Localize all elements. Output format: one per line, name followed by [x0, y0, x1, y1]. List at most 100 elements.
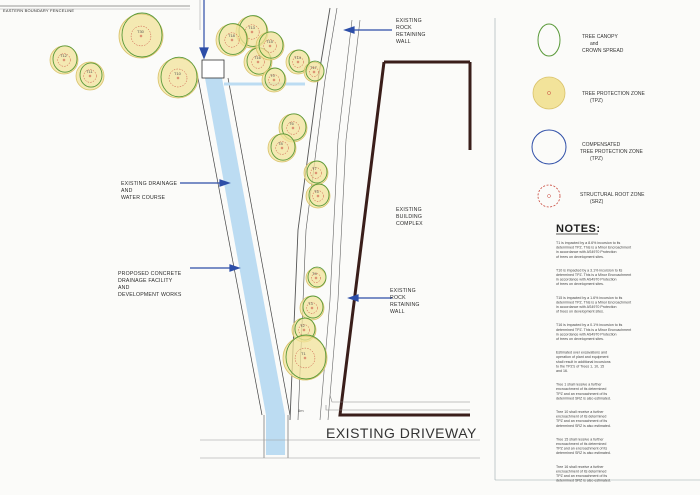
tree-label: T10 — [174, 71, 182, 76]
tree-t11: T11 — [75, 61, 105, 91]
existing-driveway-title: EXISTING DRIVEWAY — [326, 425, 477, 441]
tree-label: T1 — [301, 351, 306, 356]
label-proposed-concrete: PROPOSED CONCRETE DRAINAGE FACILITY AND … — [118, 271, 182, 298]
tree-t4: T4 — [305, 266, 327, 289]
tree-t2: T2 — [291, 317, 317, 343]
building-complex-outline — [338, 61, 470, 417]
canopy-outline — [264, 67, 286, 91]
tree-t30: T30 — [118, 12, 164, 59]
canopy-outline — [160, 56, 198, 98]
note-item: Tree 10 shall receive a furtherencroachm… — [556, 410, 611, 428]
note-line: encroachment of its determined — [556, 387, 606, 391]
tree-trunk-marker — [303, 356, 307, 360]
note-line: in accordance with AS4970 Protection — [556, 278, 617, 282]
legend-ctpz-label-2: TREE PROTECTION ZONE — [580, 149, 643, 155]
srz-zone — [309, 67, 319, 77]
tree-label: T30 — [137, 29, 145, 34]
tree-trunk-marker — [291, 126, 295, 130]
notes-list: T1 is impacted by a 8.6% incursion to it… — [556, 241, 631, 483]
srz-zone — [224, 32, 240, 48]
legend-canopy-label: TREE CANOPY — [582, 34, 619, 40]
svg-text:EXISTING: EXISTING — [396, 18, 422, 24]
note-line: operation of plant and equipment — [556, 355, 609, 359]
svg-text:BUILDING: BUILDING — [396, 214, 422, 220]
label-building-complex: EXISTING BUILDING COMPLEX — [396, 207, 423, 227]
tree-t5: T5 — [305, 183, 331, 209]
srz-zone — [312, 190, 324, 202]
note-item: Tree 16 shall receive a furtherencroachm… — [556, 465, 611, 483]
tree-t9: T9 — [261, 67, 287, 93]
canopy-outline — [288, 49, 310, 73]
legend-srz-label-2: (SRZ) — [590, 199, 604, 205]
tree-t15: T15 — [255, 31, 285, 61]
canopy-outline — [270, 133, 296, 161]
tree-label: T7 — [312, 166, 317, 171]
tree-trunk-marker — [62, 58, 66, 62]
note-item: Tree 1 shall receive a furtherencroachme… — [556, 383, 611, 401]
tree-trunk-marker — [296, 60, 300, 64]
svg-text:RETAINING: RETAINING — [396, 32, 426, 38]
canopy-outline — [79, 62, 103, 88]
legend-compensated-tpz-symbol — [531, 129, 567, 165]
note-line: in accordance with AS4970 Protection — [556, 332, 617, 336]
tree-label: T4 — [312, 271, 317, 276]
dimension-label: 6m — [298, 408, 304, 413]
note-line: Tree 10 shall receive a further — [556, 410, 604, 414]
tpz-zone — [118, 13, 164, 59]
tree-t3: T3 — [299, 295, 325, 321]
canopy-outline — [218, 23, 248, 55]
svg-text:EXISTING DRAINAGE: EXISTING DRAINAGE — [121, 181, 177, 187]
tree-trunk-marker — [250, 30, 254, 34]
srz-zone — [306, 302, 318, 314]
srz-zone — [251, 55, 265, 69]
tree-trunk-marker — [268, 44, 272, 48]
srz-zone — [275, 141, 289, 155]
legend: TREE CANOPY and CROWN SPREAD TREE PROTEC… — [531, 23, 645, 208]
tree-trunk-marker — [139, 34, 143, 38]
note-item: Estimated over excavations andoperation … — [556, 351, 611, 373]
tree-trunk-marker — [316, 194, 320, 198]
srz-zone — [268, 74, 280, 86]
tree-label: T11 — [86, 69, 93, 74]
srz-zone — [263, 39, 277, 53]
note-line: TPZ and an encroachment of its — [556, 392, 607, 396]
arrow-left-icon — [343, 26, 355, 34]
tree-label: T13 — [248, 25, 256, 30]
svg-text:COMPLEX: COMPLEX — [396, 221, 423, 227]
note-line: Tree 15 shall receive a further — [556, 437, 604, 441]
note-line: encroachment of its determined — [556, 415, 606, 419]
tree-trunk-marker — [280, 146, 284, 150]
tree-trunk-marker — [302, 328, 306, 332]
note-line: encroachment of its determined — [556, 469, 606, 473]
tree-trunk-marker — [310, 306, 314, 310]
note-line: determined SRZ is also estimated. — [556, 479, 611, 483]
note-line: in accordance with AS4970 Protection — [556, 250, 617, 254]
svg-text:PROPOSED CONCRETE: PROPOSED CONCRETE — [118, 271, 182, 277]
note-line: to the TPZ's of Trees 1, 10, 15 — [556, 364, 604, 368]
note-item: T10 is impacted by a 3.1% incursion to i… — [556, 268, 631, 286]
note-line: shall result in additional incursions — [556, 360, 611, 364]
note-line: and 16. — [556, 369, 568, 373]
tree-t17: T17 — [303, 60, 325, 83]
tree-label: T3 — [308, 301, 313, 306]
note-line: T1 is impacted by a 8.6% incursion to it… — [556, 241, 621, 245]
tree-t14: T14 — [285, 49, 311, 75]
note-line: determined SRZ is also estimated. — [556, 396, 611, 400]
note-line: of trees on development sites. — [556, 282, 604, 286]
note-line: Estimated over excavations and — [556, 351, 607, 355]
note-line: Tree 16 shall receive a further — [556, 465, 604, 469]
srz-zone — [286, 121, 300, 135]
tree-t1: T1 — [282, 334, 328, 381]
svg-text:WATER COURSE: WATER COURSE — [121, 195, 166, 201]
eastern-boundary-label: EASTERN BOUNDARY FENCELINE — [3, 8, 74, 13]
tree-trunk-marker — [88, 74, 92, 78]
arrow-right-icon — [219, 179, 231, 187]
tree-trunk-marker — [314, 171, 318, 175]
note-line: determined TPZ. This is a Minor Encroach… — [556, 246, 631, 250]
note-line: determined TPZ. This is a Minor Encroach… — [556, 300, 631, 304]
tree-label: T9 — [270, 73, 275, 78]
note-item: Tree 15 shall receive a furtherencroachm… — [556, 437, 611, 455]
note-line: of trees on development sites. — [556, 337, 604, 341]
tree-label: T8 — [278, 141, 283, 146]
svg-text:WALL: WALL — [390, 309, 405, 315]
